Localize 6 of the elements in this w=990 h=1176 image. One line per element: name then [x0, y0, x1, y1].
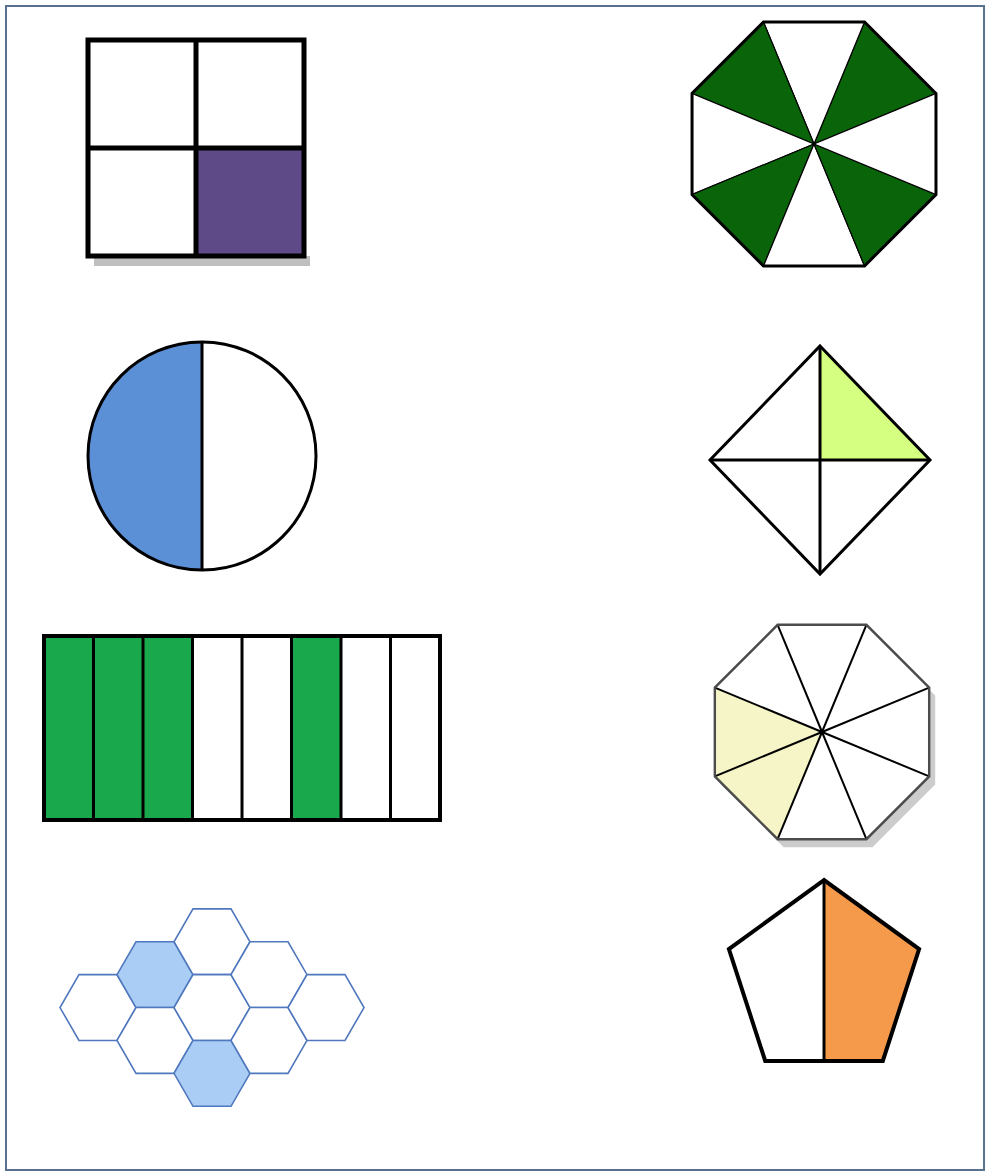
fraction-circle	[86, 340, 318, 572]
fraction-square	[85, 37, 310, 266]
fraction-octagon	[713, 623, 936, 848]
fraction-octagon	[690, 20, 938, 268]
fraction-bar	[42, 634, 442, 822]
hexagon-cluster	[59, 908, 365, 1108]
